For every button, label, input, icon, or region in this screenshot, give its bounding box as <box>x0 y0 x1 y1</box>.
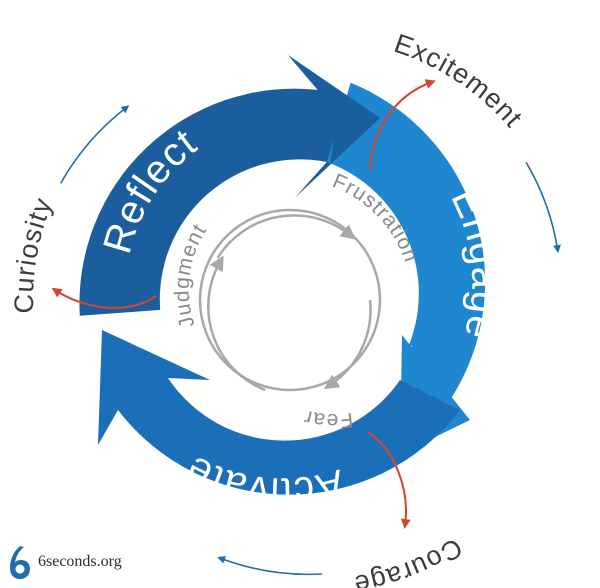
outer-label-excitement: Excitement <box>391 28 529 133</box>
outer-label-courage: Courage <box>351 532 467 588</box>
brand-url[interactable]: 6seconds.org <box>38 553 122 570</box>
inner-label-fear: Fear <box>301 405 354 432</box>
outer-blue-arrow-top-left <box>60 105 130 184</box>
inner-circle-arc-left <box>207 255 266 392</box>
outer-blue-arrow-right <box>525 161 561 254</box>
inner-circle <box>198 208 382 392</box>
brand-footer[interactable]: 6seconds.org <box>8 544 122 580</box>
outer-blue-arrow-bottom <box>217 556 323 576</box>
outer-label-curiosity: Curiosity <box>9 193 58 314</box>
red-arrow-to-excitement <box>369 79 436 171</box>
6seconds-logo-icon <box>10 546 30 579</box>
activate-arrow <box>98 330 460 495</box>
engage-arrow <box>326 82 486 461</box>
inner-circle-arc-right <box>323 299 372 390</box>
reflect-arrowhead <box>288 55 380 198</box>
inner-circle-arc-top <box>216 214 356 259</box>
reflect-arrow <box>79 55 380 316</box>
red-arrow-to-curiosity <box>51 287 157 309</box>
red-arrow-to-courage <box>367 431 411 529</box>
inner-label-judgment: Judgment <box>171 220 212 331</box>
